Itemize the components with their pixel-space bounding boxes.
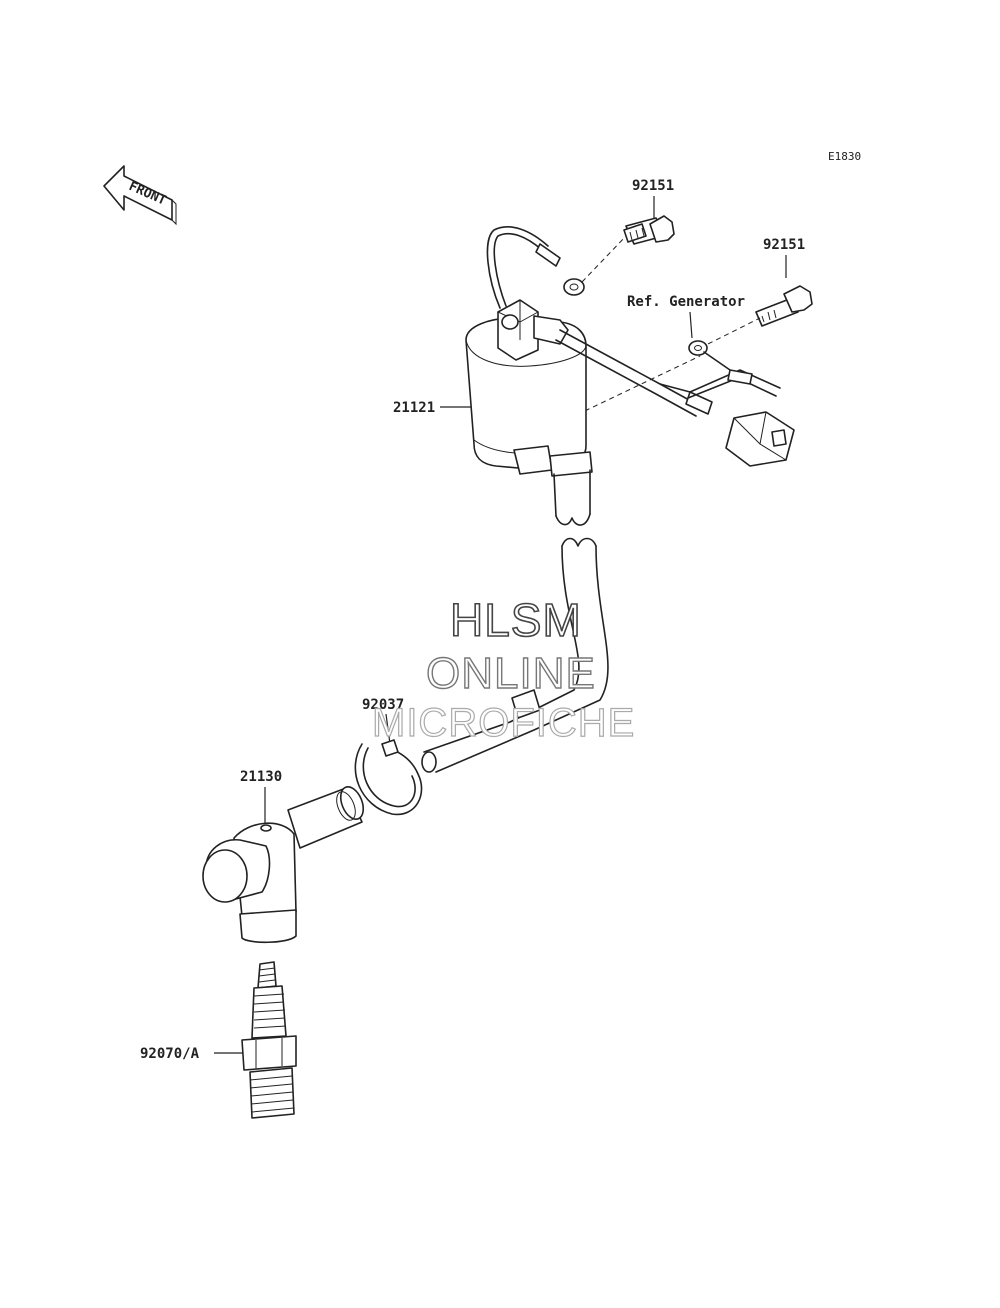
label-clamp: 92037 [362,697,404,713]
leader-clamp [385,713,391,745]
label-bolt-top: 92151 [632,178,674,194]
label-ignition-coil: 21121 [393,400,435,416]
alignment-line-right [699,317,761,349]
front-arrow-icon: FRONT [103,165,177,226]
watermark-line3: MICROFICHE [372,701,635,745]
watermark-line2: ONLINE [426,649,596,698]
coil-ground-wire [486,226,585,309]
label-plug-cap: 21130 [240,769,282,785]
label-ref-generator: Ref. Generator [627,294,745,310]
spark-plug [241,961,297,1119]
watermark: HLSM ONLINE MICROFICHE [371,593,635,745]
label-spark-plug: 92070/A [140,1046,200,1062]
label-bolt-right: 92151 [763,237,805,253]
bolt-right [755,285,813,327]
alignment-line-top [581,235,627,283]
ht-lead-lower [421,537,609,773]
bolt-top [623,215,675,245]
ignition-coil [465,299,593,477]
watermark-line1: HLSM [450,594,582,646]
leader-ref-generator [689,311,693,339]
clamp [354,739,423,816]
ht-lead-upper [553,469,591,526]
plug-cap [202,785,365,944]
diagram-code: E1830 [828,150,861,163]
primary-wire-harness [555,329,795,467]
